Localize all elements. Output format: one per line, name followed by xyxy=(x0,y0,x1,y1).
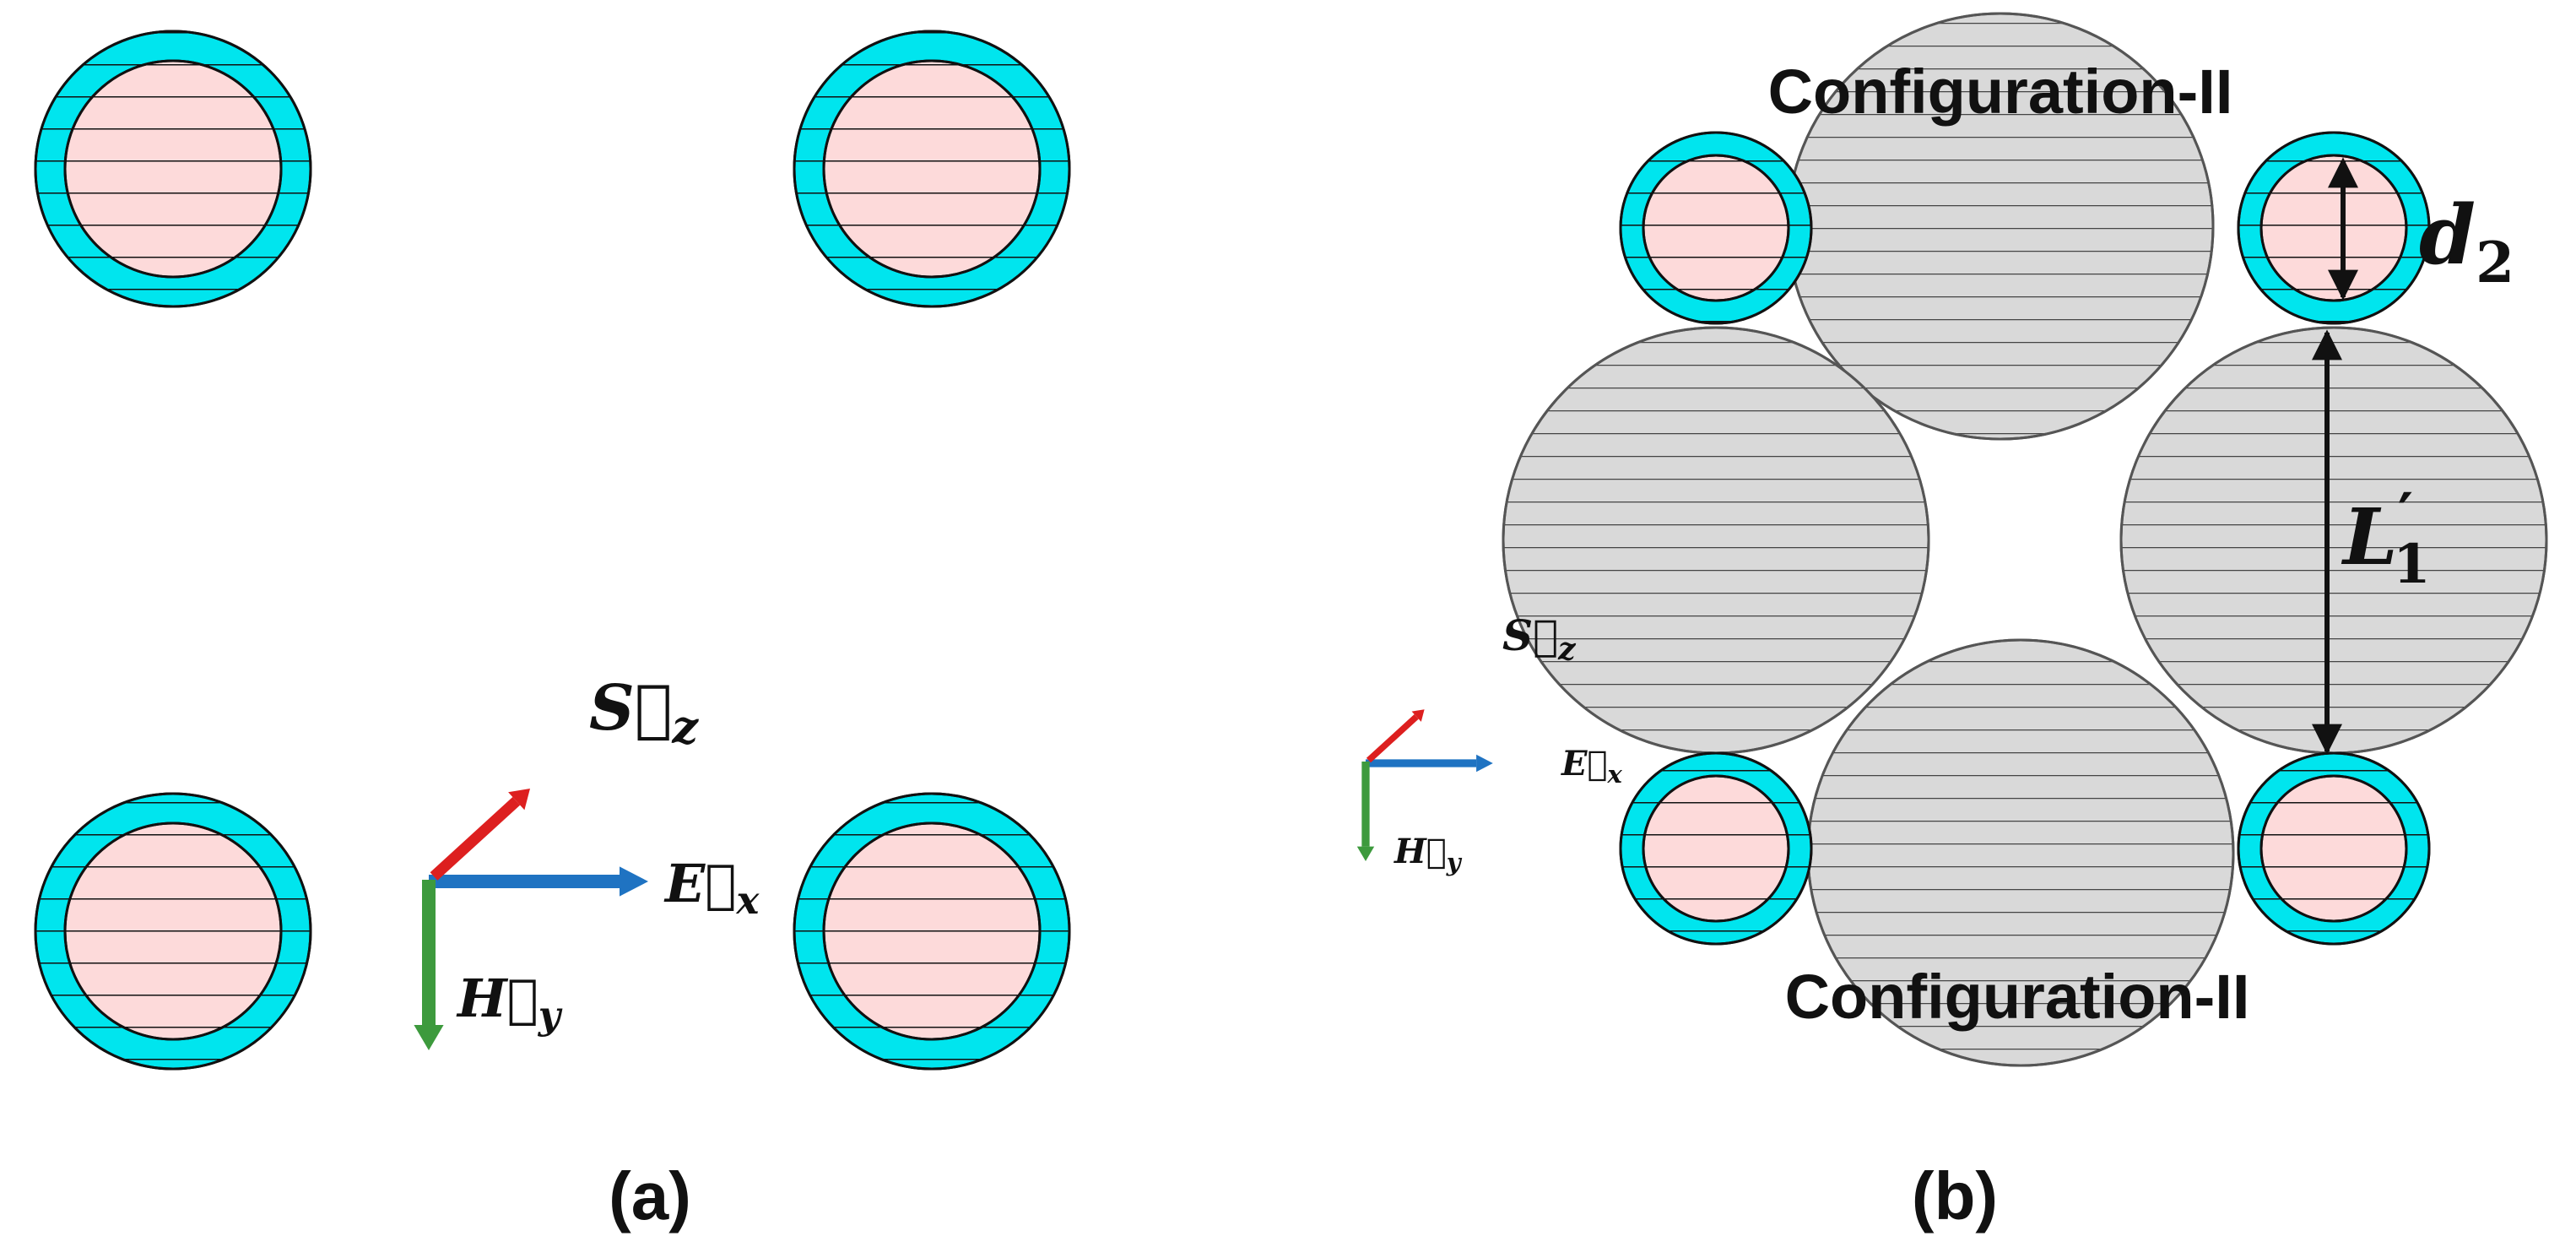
panel-b-s-label: S⃗z xyxy=(1502,610,1577,667)
panel-a: E⃗xH⃗y S⃗z xyxy=(34,30,1071,1071)
panel-a-h-label-subscript: y xyxy=(538,993,563,1038)
panel-a-s-vector-arrow-shaft xyxy=(430,797,521,881)
core-outline xyxy=(2259,774,2408,923)
panel-b-h-field-arrow-head xyxy=(1356,846,1375,861)
l1-subscript: 1 xyxy=(2393,533,2431,596)
core-outline xyxy=(2259,154,2408,302)
d2-base: d xyxy=(2419,187,2476,283)
configuration-label-top: Configuration-II xyxy=(1768,57,2233,127)
l1-prime-label: L′1 xyxy=(2341,480,2431,596)
disk-hatching xyxy=(2119,326,2548,755)
panel-b-s-label-subscript: z xyxy=(1557,632,1577,667)
panel-b-e-field-arrow xyxy=(1366,754,1493,773)
large-disk-left xyxy=(1502,326,1930,755)
hatching xyxy=(34,792,312,1071)
l1-base: L xyxy=(2341,491,2398,583)
panel-b-e-field-arrow-head xyxy=(1476,754,1493,773)
panel-b-e-label-letter: E⃗ xyxy=(1561,744,1608,784)
hatching xyxy=(2237,131,2431,325)
coated-rod-b-4 xyxy=(2237,751,2431,946)
panel-b-s-vector-arrow-head xyxy=(1411,709,1425,722)
panel-a-s-vector-arrow xyxy=(430,789,530,881)
hatching xyxy=(1619,751,1813,946)
caption-b: (b) xyxy=(1912,1158,1998,1234)
panel-a-e-label-subscript: x xyxy=(735,878,760,923)
coated-rod-a-4 xyxy=(793,792,1071,1071)
panel-b-s-label-letter: S⃗ xyxy=(1502,610,1558,660)
hatching xyxy=(2237,751,2431,946)
panel-a-s-label: S⃗z xyxy=(589,670,699,754)
core-outline xyxy=(822,821,1042,1041)
panel-b-h-label-subscript: y xyxy=(1446,848,1463,876)
hatching xyxy=(793,792,1071,1071)
core-outline xyxy=(822,59,1042,279)
large-disk-top xyxy=(1786,12,2215,441)
panel-a-e-label: E⃗x xyxy=(663,853,760,923)
panel-a-s-label-letter: S⃗ xyxy=(589,670,672,745)
panel-a-s-vector-arrow-head xyxy=(508,789,530,811)
panel-a-e-field-arrow-head xyxy=(620,866,648,897)
large-disk-bottom xyxy=(1806,638,2235,1067)
large-disk-right xyxy=(2119,326,2548,755)
core-outline xyxy=(63,821,283,1041)
coated-rod-a-2 xyxy=(793,30,1071,308)
panel-a-e-field-arrow xyxy=(429,866,648,897)
panel-a-h-field-arrow-head xyxy=(414,1025,444,1050)
panel-b-e-label: E⃗x xyxy=(1561,744,1623,789)
hatching xyxy=(34,30,312,308)
disk-hatching xyxy=(1502,326,1930,755)
hatching xyxy=(1619,131,1813,325)
panel-b-s-vector-arrow xyxy=(1366,709,1425,763)
coated-rod-b-3 xyxy=(1619,751,1813,946)
panel-b-h-label-letter: H⃗ xyxy=(1394,832,1447,871)
panel-b-h-label: H⃗y xyxy=(1394,832,1463,876)
d2-subscript: 2 xyxy=(2476,230,2514,296)
core-outline xyxy=(1642,154,1790,302)
panel-a-s-label-subscript: z xyxy=(671,700,699,754)
coated-rod-b-1 xyxy=(1619,131,1813,325)
panel-b-s-vector-arrow-shaft xyxy=(1366,714,1419,763)
panel-b-e-label-subscript: x xyxy=(1607,760,1623,789)
panel-a-h-field-arrow xyxy=(414,880,444,1050)
panel-a-e-label-letter: E⃗ xyxy=(663,853,736,914)
hatching xyxy=(793,30,1071,308)
coated-rod-a-3 xyxy=(34,792,312,1071)
configuration-label-bottom: Configuration-II xyxy=(1785,962,2250,1032)
d2-label: d2 xyxy=(2419,187,2514,296)
core-outline xyxy=(63,59,283,279)
coated-rod-b-2 xyxy=(2237,131,2431,325)
l1-prime: ′ xyxy=(2398,480,2413,550)
panel-b: E⃗xH⃗y S⃗z xyxy=(1356,12,2548,1067)
core-outline xyxy=(1642,774,1790,923)
panel-a-h-label-letter: H⃗ xyxy=(456,968,538,1029)
panel-b-h-field-arrow xyxy=(1356,762,1375,861)
coated-rod-a-1 xyxy=(34,30,312,308)
panel-a-h-label: H⃗y xyxy=(456,968,563,1038)
caption-a: (a) xyxy=(609,1158,691,1234)
